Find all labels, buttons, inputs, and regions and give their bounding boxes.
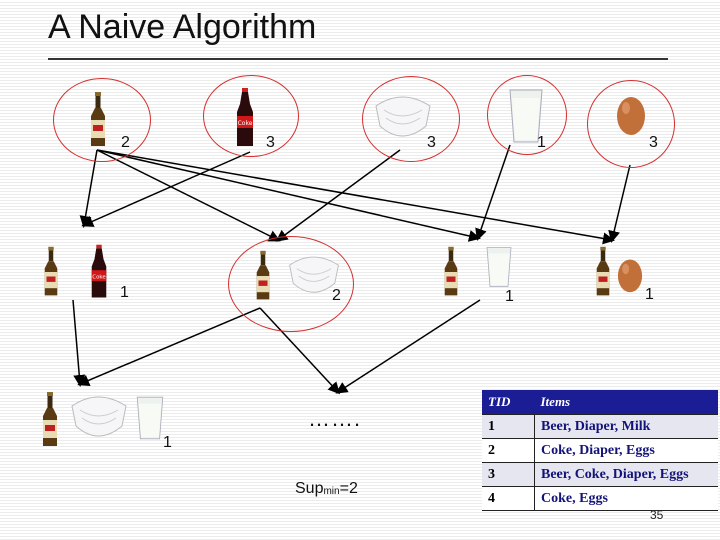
arrow-beer-milk-to-ellipsis — [335, 299, 481, 394]
itemset-count: 3 — [266, 134, 275, 151]
itemset-count: 2 — [332, 287, 341, 304]
itemset-circle-beer — [53, 78, 151, 162]
table-row: 2 Coke, Diaper, Eggs — [482, 438, 718, 463]
arrow-eggs-to-beer-eggs — [608, 164, 631, 243]
cell-items: Beer, Coke, Diaper, Eggs — [534, 462, 718, 487]
itemset-count: 1 — [645, 286, 654, 303]
milk-icon — [509, 89, 543, 143]
itemset-count: 3 — [649, 134, 658, 151]
arrow-beer-to-beer-coke — [79, 149, 98, 228]
cell-tid: 2 — [482, 438, 535, 463]
ellipsis: ……. — [308, 406, 362, 431]
beer-icon — [444, 246, 458, 296]
itemset-count: 1 — [120, 284, 129, 301]
itemset-count: 1 — [505, 288, 514, 305]
milk-icon — [486, 247, 512, 287]
title-underline — [48, 58, 668, 60]
coke-icon: Coke — [91, 244, 106, 298]
itemset-circle-eggs — [587, 80, 675, 168]
itemset-circle-milk — [487, 75, 567, 155]
support-subscript: min — [323, 486, 340, 497]
itemset-count: 3 — [427, 134, 436, 151]
egg-icon — [617, 97, 645, 135]
coke-icon: Coke — [237, 88, 253, 146]
page-number: 35 — [650, 508, 664, 522]
support-value: =2 — [339, 480, 358, 497]
arrow-beer-coke-to-level3 — [72, 299, 86, 387]
itemset-count: 1 — [163, 434, 172, 451]
slide-title: A Naive Algorithm — [48, 8, 317, 46]
cell-items: Coke, Eggs — [534, 486, 718, 511]
diaper-icon — [289, 256, 339, 293]
arrow-beer-diaper-to-level3 — [77, 307, 261, 387]
min-support-label: Supmin=2 — [295, 480, 358, 498]
arrow-beer-to-beer-diaper — [96, 149, 281, 242]
table-row: 1 Beer, Diaper, Milk — [482, 414, 718, 439]
cell-items: Beer, Diaper, Milk — [534, 414, 718, 439]
beer-icon — [43, 392, 57, 446]
arrow-beer-to-beer-eggs — [96, 149, 615, 245]
beer-icon — [91, 92, 105, 146]
table-row: 4 Coke, Eggs — [482, 486, 718, 511]
itemset-circle-beer-diaper — [228, 236, 354, 332]
cell-items: Coke, Diaper, Eggs — [534, 438, 718, 463]
cell-tid: 1 — [482, 414, 535, 439]
itemset-circle-coke — [203, 75, 299, 157]
table-row: 3 Beer, Coke, Diaper, Eggs — [482, 462, 718, 487]
transaction-table: TID Items 1 Beer, Diaper, Milk 2 Coke, D… — [482, 390, 718, 511]
egg-icon — [617, 259, 643, 293]
itemset-count: 1 — [537, 134, 546, 151]
cell-tid: 4 — [482, 486, 535, 511]
beer-icon — [256, 250, 270, 300]
svg-text:Coke: Coke — [92, 274, 106, 280]
arrow-beer-to-beer-milk — [96, 149, 481, 242]
support-prefix: Sup — [295, 480, 324, 497]
arrow-diaper-to-beer-diaper — [275, 149, 401, 242]
milk-icon — [136, 396, 164, 440]
diaper-icon — [71, 396, 127, 437]
header-items: Items — [534, 390, 718, 415]
arrow-coke-to-beer-coke — [81, 151, 251, 227]
arrow-milk-to-beer-milk — [475, 144, 511, 241]
beer-icon — [596, 246, 610, 296]
itemset-count: 2 — [121, 134, 130, 151]
svg-text:Coke: Coke — [238, 120, 253, 127]
header-tid: TID — [482, 390, 535, 415]
table-header-row: TID Items — [482, 390, 718, 415]
cell-tid: 3 — [482, 462, 535, 487]
itemset-circle-diaper — [362, 76, 460, 162]
diaper-icon — [375, 96, 431, 137]
beer-icon — [44, 246, 58, 296]
